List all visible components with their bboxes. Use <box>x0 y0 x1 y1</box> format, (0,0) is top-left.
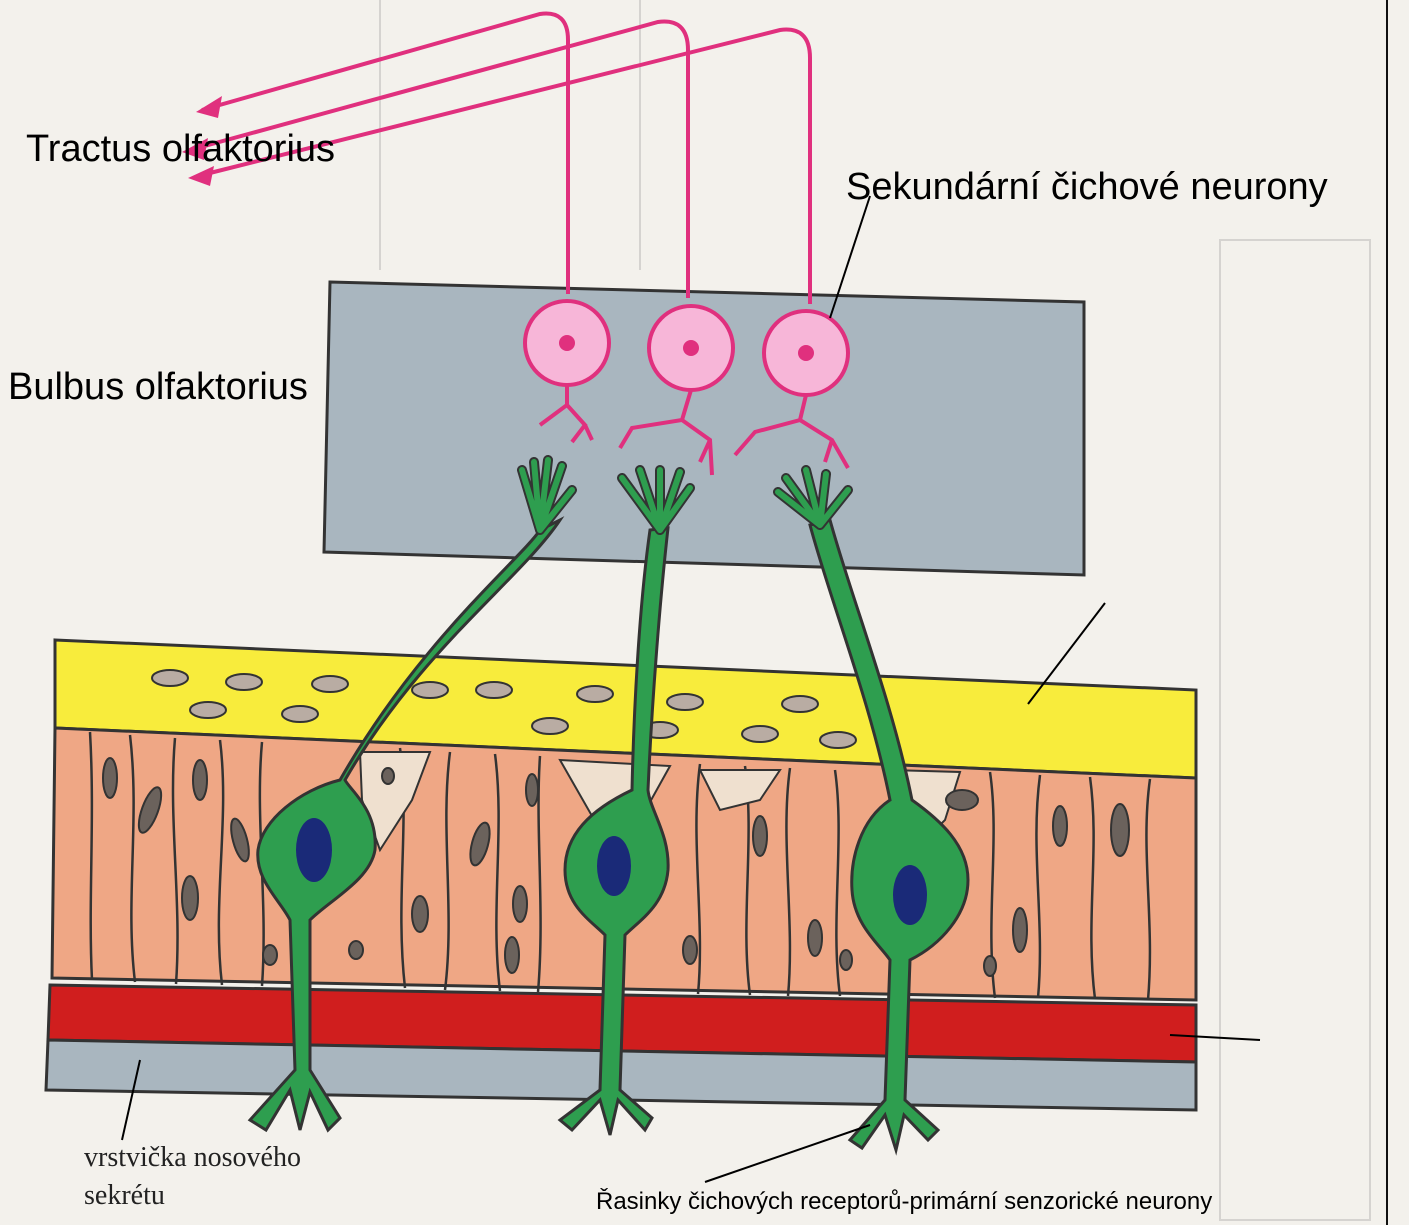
label-sekundarni-neurony: Sekundární čichové neurony <box>846 165 1328 209</box>
receptor-nucleus <box>893 865 927 925</box>
page-right-margin <box>1388 0 1409 1225</box>
receptor-nucleus <box>597 836 631 896</box>
label-vrstvicka-line1: vrstvička nosového <box>84 1140 301 1176</box>
label-rasinky: Řasinky čichových receptorů-primární sen… <box>596 1187 1212 1217</box>
label-tractus-olfaktorius: Tractus olfaktorius <box>26 127 335 171</box>
receptor-nucleus <box>296 818 332 882</box>
leader-rasinky <box>705 1125 870 1182</box>
label-bulbus-olfaktorius: Bulbus olfaktorius <box>8 365 308 409</box>
label-vrstvicka-line2: sekrétu <box>84 1178 165 1214</box>
